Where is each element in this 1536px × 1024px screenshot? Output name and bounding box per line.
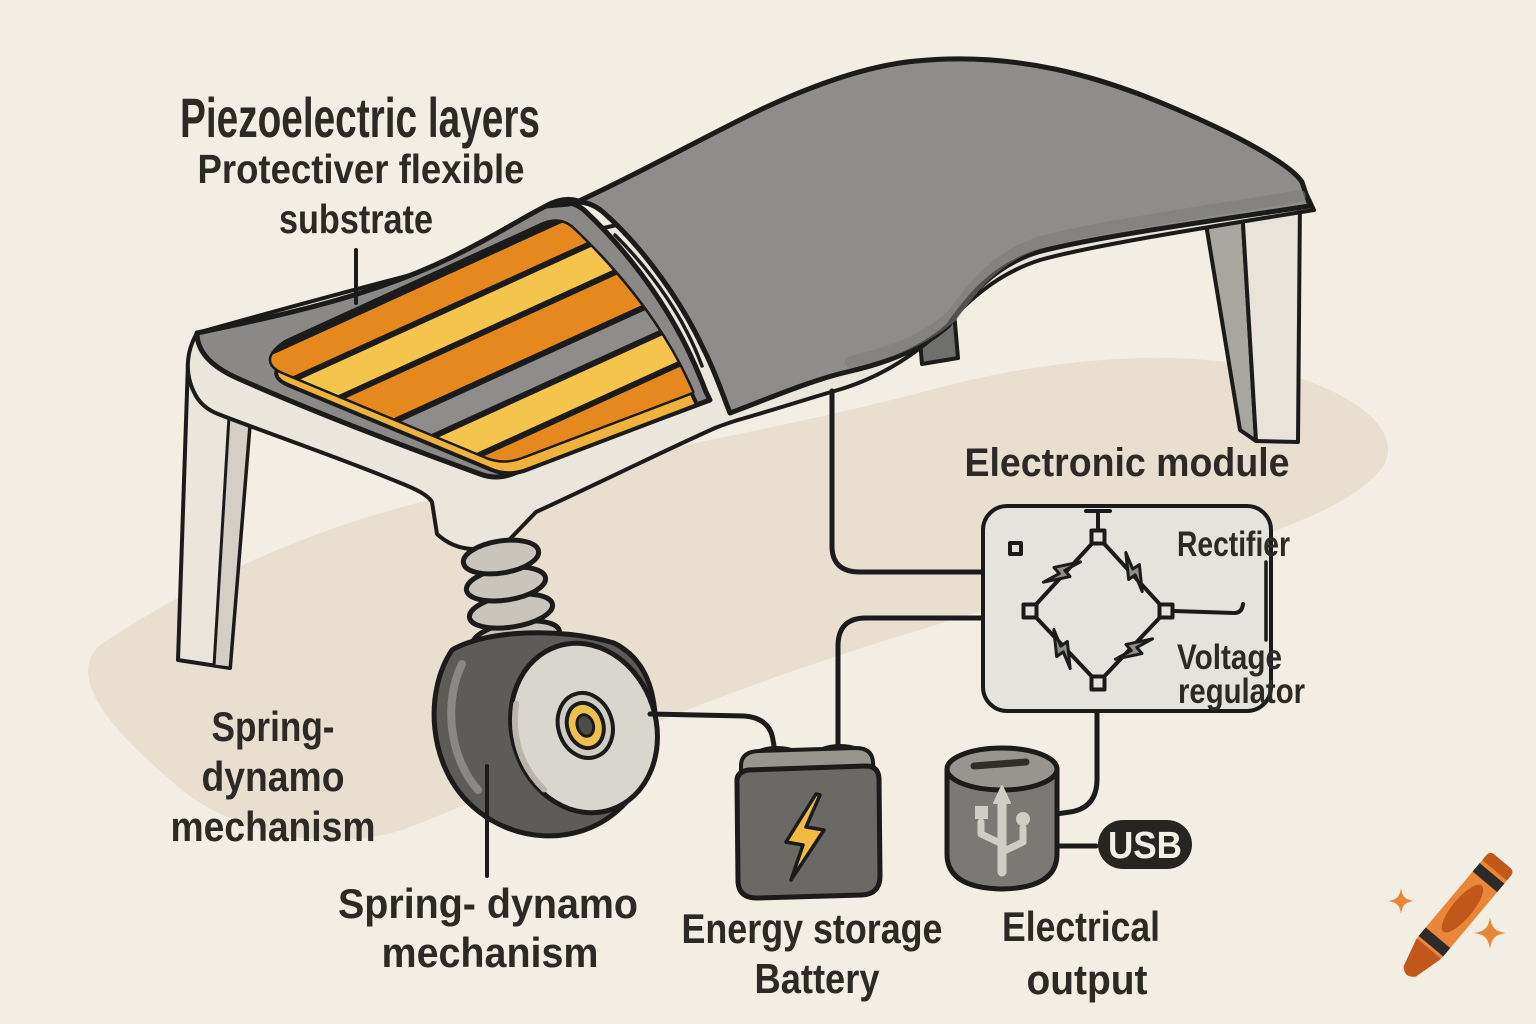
circuit-wires — [647, 388, 1100, 849]
label-rectifier: Rectifier — [1177, 525, 1290, 564]
dynamo-icon — [431, 630, 660, 839]
usb-badge: USB — [1098, 820, 1192, 869]
label-substrate-line1: Protectiver flexible — [198, 146, 525, 192]
label-voltage-line2: regulator — [1178, 672, 1305, 711]
battery-icon — [734, 744, 883, 901]
spring-dynamo-assembly — [431, 537, 660, 839]
label-output: output — [1027, 956, 1148, 1003]
wire-battery-to-module — [835, 615, 1011, 760]
label-voltage-line1: Voltage — [1177, 638, 1282, 677]
bench-leg-front-right — [1203, 190, 1302, 444]
electrical-output-icon — [944, 745, 1060, 892]
label-energy-storage: Energy storage — [682, 905, 943, 952]
label-spring-bottom-line1: Spring- dynamo — [338, 880, 638, 927]
bridge-rectifier-icon — [1021, 509, 1245, 692]
sparkle-icon — [1474, 917, 1506, 949]
mattress-roll-crease — [613, 233, 704, 368]
usb-badge-label: USB — [1108, 825, 1182, 867]
ground-shadow — [88, 357, 1389, 841]
label-electronic-module: Electronic module — [965, 441, 1290, 485]
mattress-front-shading — [845, 190, 1306, 368]
label-battery: Battery — [755, 955, 881, 1002]
label-spring-left-line3: mechanism — [171, 803, 376, 850]
spring-icon — [460, 537, 563, 658]
label-spring-left-line2: dynamo — [202, 753, 345, 800]
wire-bench-to-module — [829, 388, 1011, 575]
label-piezoelectric-layers: Piezoelectric layers — [180, 86, 540, 149]
crayon-watermark-icon — [1388, 852, 1513, 977]
lightning-bolt-icon — [784, 792, 826, 882]
wire-dynamo-to-battery — [647, 711, 779, 761]
label-substrate-line2: substrate — [279, 196, 433, 242]
electronic-module-box — [981, 504, 1273, 713]
label-spring-bottom-line2: mechanism — [382, 929, 599, 976]
usb-icon — [975, 785, 1030, 877]
bench-leg-front-left — [176, 360, 254, 670]
label-spring-left-line1: Spring- — [212, 703, 335, 750]
bench-illustration — [176, 56, 1316, 670]
mattress-top — [543, 56, 1313, 416]
module-chip-dot — [1008, 541, 1023, 556]
wire-module-to-output — [1053, 686, 1100, 817]
label-electrical: Electrical — [1002, 903, 1160, 950]
sparkle-icon — [1388, 888, 1414, 914]
